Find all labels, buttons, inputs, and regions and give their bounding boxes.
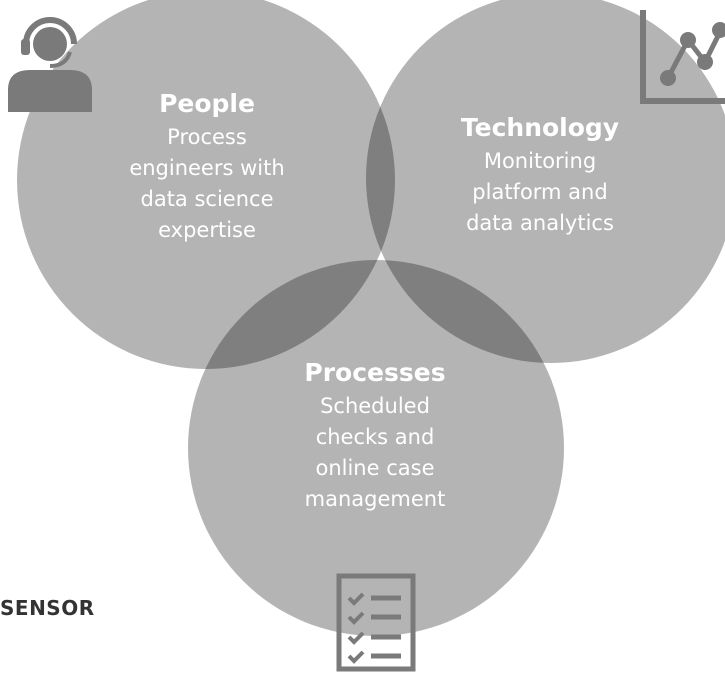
people-label: People Process engineers with data scien… [82,86,332,246]
processes-line-2: checks and [315,425,435,449]
checklist-icon [336,573,416,672]
people-line-1: Process [167,125,247,149]
processes-line-4: management [304,487,446,511]
people-line-3: data science [140,187,274,211]
processes-line-1: Scheduled [320,394,430,418]
technology-circle [366,0,725,363]
processes-line-3: online case [315,456,435,480]
processes-title: Processes [304,358,446,387]
people-title: People [159,89,255,118]
processes-circle [188,260,564,636]
technology-title: Technology [460,113,620,142]
people-line-2: engineers with [129,156,285,180]
cut-off-text: SENSOR [0,596,95,620]
technology-line-1: Monitoring [483,149,597,173]
processes-label: Processes Scheduled checks and online ca… [250,355,500,515]
people-line-4: expertise [158,218,256,242]
technology-line-2: platform and [472,180,608,204]
headset-person-icon [8,17,92,112]
technology-label: Technology Monitoring platform and data … [420,110,660,239]
line-chart-icon [640,10,725,104]
technology-line-3: data analytics [466,211,614,235]
